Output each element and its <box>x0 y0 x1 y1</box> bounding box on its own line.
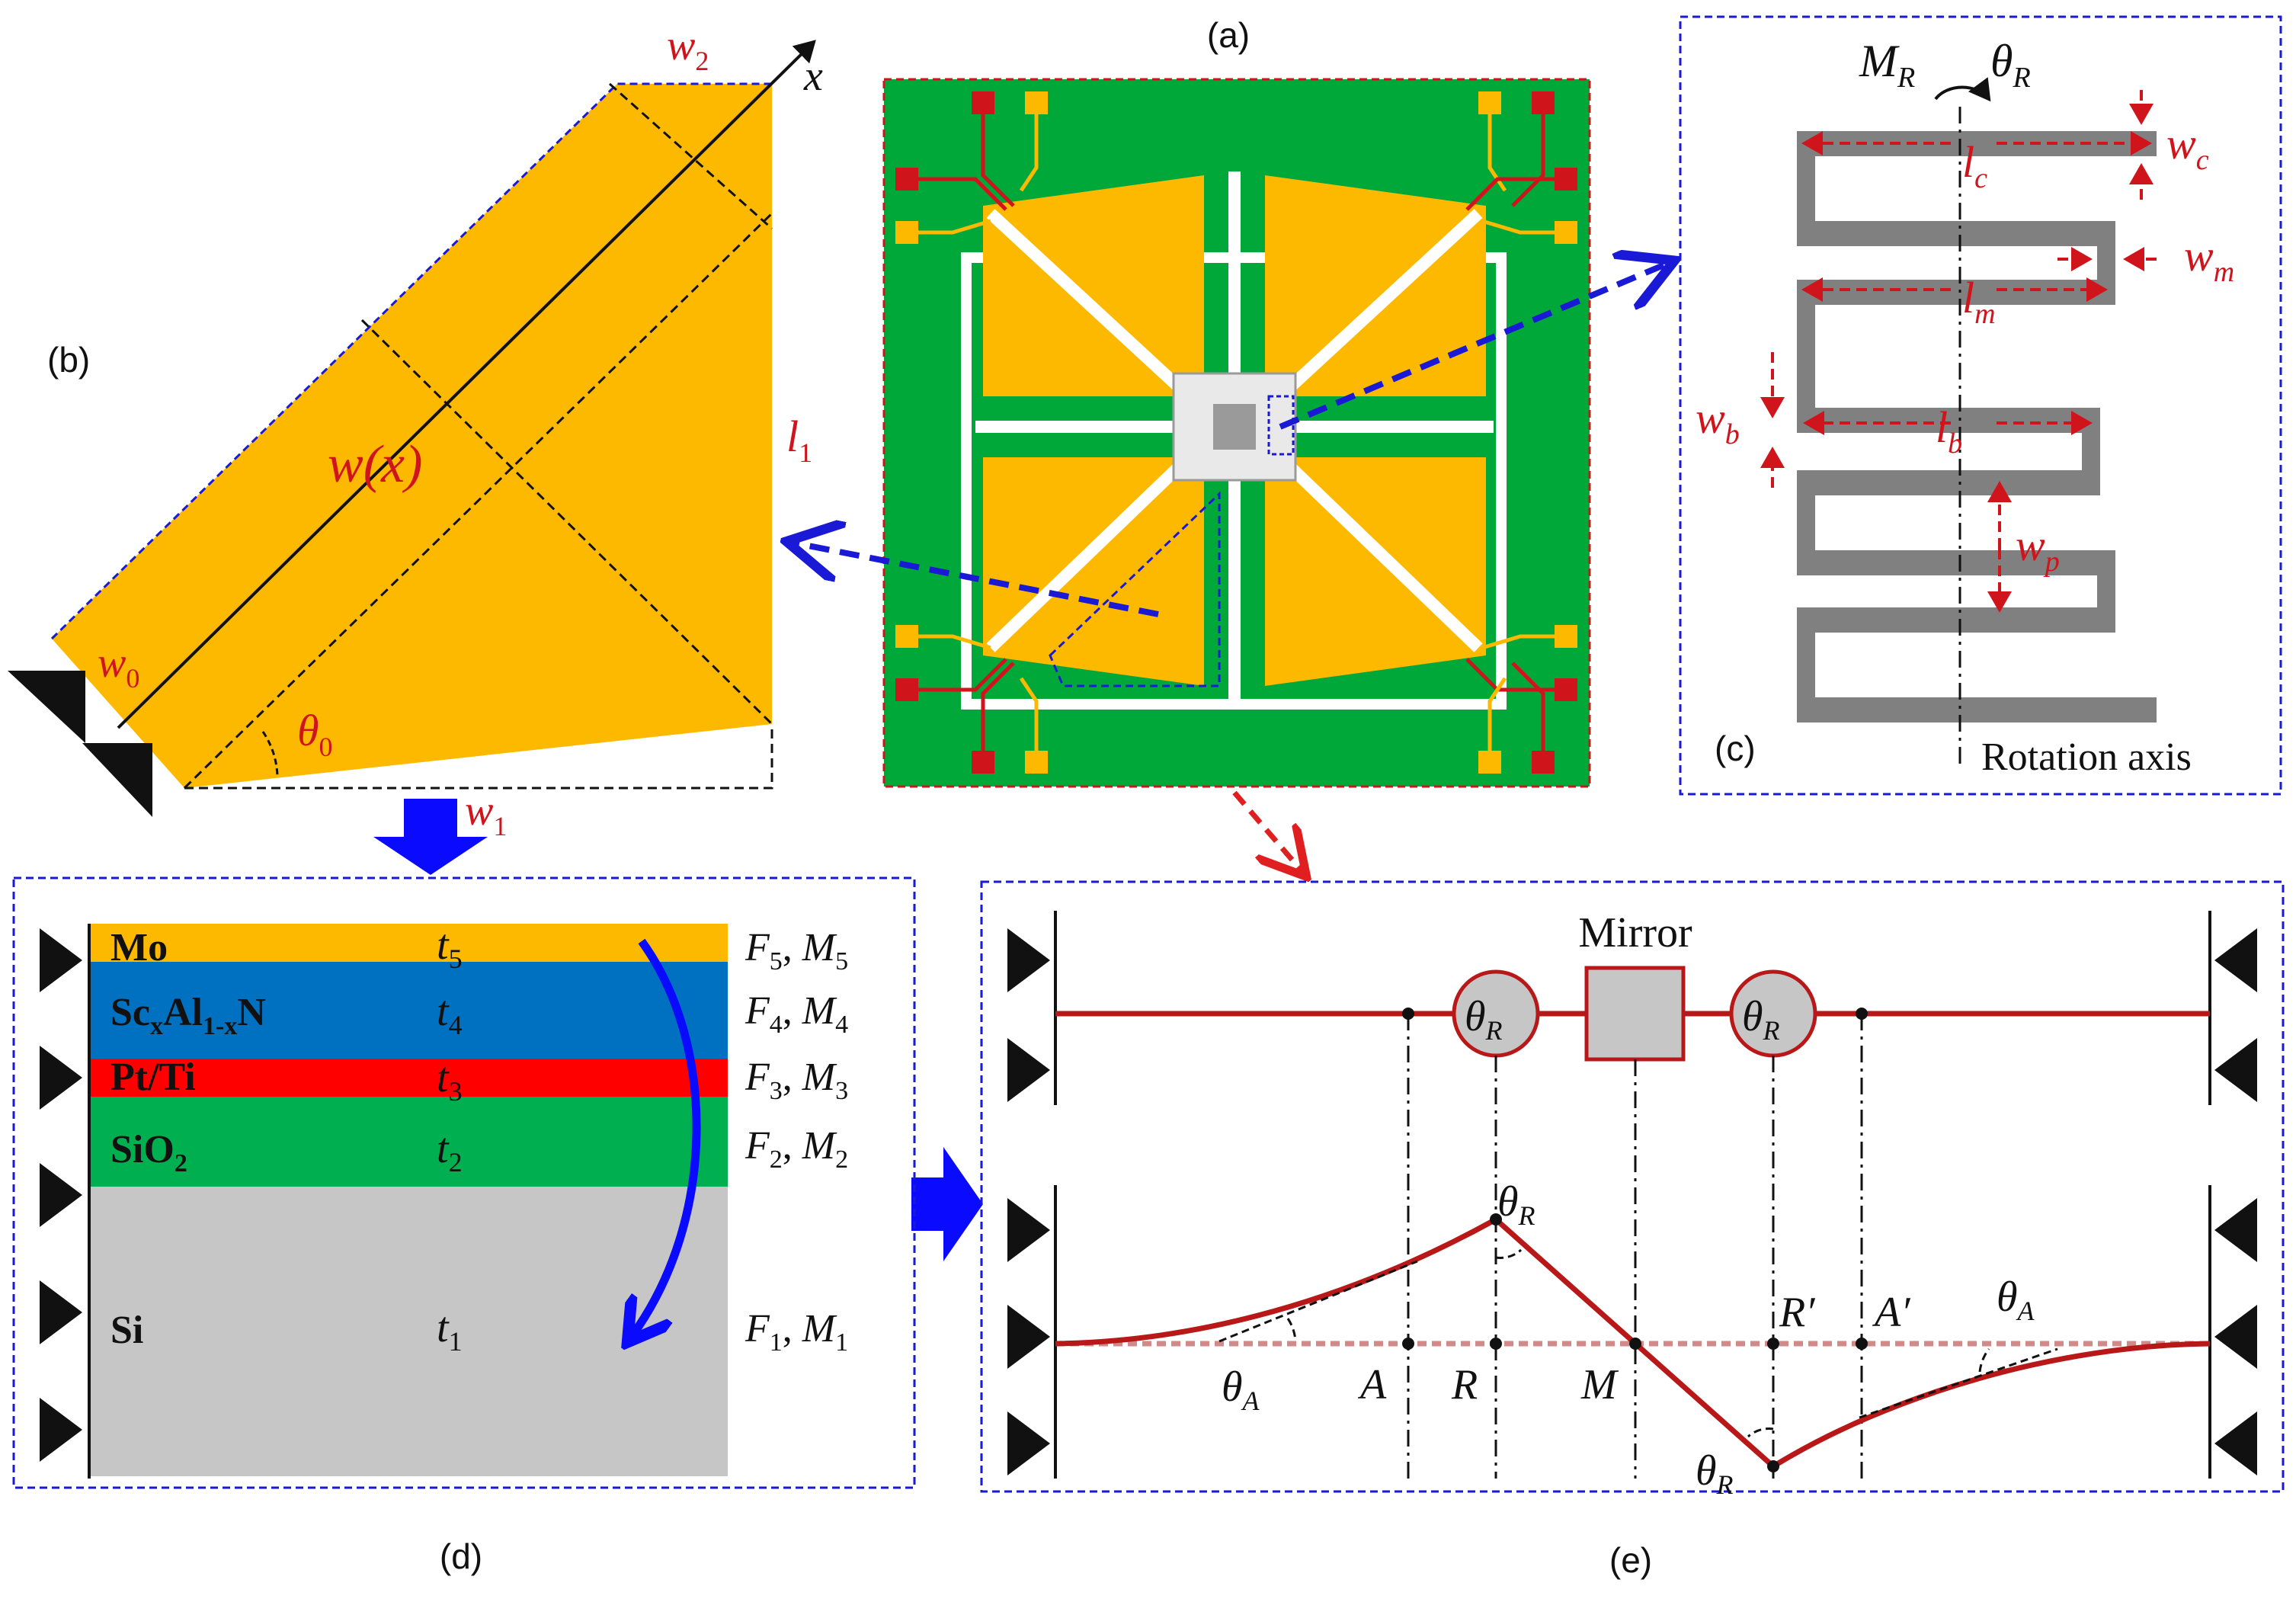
point-M-label: M <box>1580 1361 1619 1408</box>
arrow-a-to-e <box>1232 790 1303 873</box>
reference-lines <box>1407 1014 1863 1479</box>
thetaR-peak-label: θR <box>1497 1178 1535 1231</box>
l1-label: l1 <box>786 412 812 468</box>
F2M2-label: F2, M2 <box>745 1124 848 1174</box>
tangent-lines <box>1218 1248 2058 1438</box>
traces <box>918 114 1555 751</box>
panel-d-label: (d) <box>440 1536 482 1576</box>
chip-gaps <box>975 171 1494 701</box>
layer-name-ptti: Pt/Ti <box>110 1056 196 1099</box>
mirror-box <box>1584 966 1686 1062</box>
arrow-b-to-d <box>373 799 488 875</box>
wx-label: w(x) <box>328 435 422 494</box>
arrow-a-to-c <box>1279 263 1669 430</box>
panel-b-label: (b) <box>47 340 90 380</box>
thetaR-label: θR <box>1990 36 2031 94</box>
t3-label: t3 <box>437 1054 463 1107</box>
t5-label: t5 <box>437 921 463 974</box>
w2-label: w2 <box>667 22 709 76</box>
thetaA-right-label: θA <box>1997 1274 2035 1326</box>
thetaA-left-label: θA <box>1222 1363 1260 1416</box>
wall-supports <box>1007 928 2257 1475</box>
panel-b: (b) x w2 l1 w(x) w0 θ0 w1 <box>8 22 823 841</box>
clamp-supports <box>40 928 82 1462</box>
wb-label: wb <box>1696 393 1740 450</box>
panel-c-frame <box>1679 15 2282 796</box>
point-Rprime-label: R′ <box>1779 1289 1815 1336</box>
theta0-label: θ0 <box>297 706 333 762</box>
F3M3-label: F3, M3 <box>745 1056 848 1105</box>
layer-name-scaln: ScxAl1-xN <box>110 991 266 1040</box>
support-triangle-1 <box>8 671 85 743</box>
layer-scaln <box>89 962 728 1059</box>
x-axis <box>117 40 816 729</box>
layer-sio2 <box>89 1097 728 1187</box>
F4M4-label: F4, M4 <box>745 989 848 1039</box>
thetaR-right-label: θR <box>1742 993 1780 1046</box>
moment-arrow <box>1934 77 1991 102</box>
actuator-top-right <box>1265 175 1486 396</box>
actuator-bottom-right <box>1265 457 1486 686</box>
MR-label: MR <box>1859 36 1915 94</box>
wm-label: wm <box>2184 231 2234 288</box>
layer-ptti <box>89 1059 728 1097</box>
thetaR-left-label: θR <box>1465 993 1503 1046</box>
bending-arrow <box>632 938 701 1335</box>
lower-nodes <box>1402 1213 1868 1472</box>
dimension-arrows <box>1760 90 2157 613</box>
w0-label: w0 <box>98 639 139 694</box>
lc-label: lc <box>1962 137 1987 194</box>
w1-label: w1 <box>465 787 507 841</box>
t2-label: t2 <box>437 1125 463 1177</box>
panel-e: Mirror θR θR θR <box>980 880 2285 1580</box>
actuator-dashed-outline <box>50 82 772 640</box>
F5M5-label: F5, M5 <box>745 926 848 976</box>
mirror-label: Mirror <box>1578 909 1692 956</box>
point-Aprime-label: A′ <box>1872 1289 1910 1336</box>
panel-a: (a) <box>882 15 1591 788</box>
wc-label: wc <box>2166 119 2209 176</box>
support-triangle-2 <box>82 743 152 817</box>
actuator-bottom-left <box>983 457 1204 686</box>
layer-name-mo: Mo <box>110 926 168 969</box>
arrow-a-to-b <box>793 543 1159 617</box>
panel-e-label: (e) <box>1609 1540 1652 1580</box>
wp-label: wp <box>2016 521 2060 578</box>
meander-spring <box>1797 131 2157 723</box>
F1M1-label: F1, M1 <box>745 1307 848 1357</box>
arrow-d-to-e <box>911 1147 983 1261</box>
t4-label: t4 <box>437 988 463 1040</box>
thetaR-trough-label: θR <box>1696 1447 1734 1500</box>
construction-lines <box>183 82 773 790</box>
panel-c-label: (c) <box>1715 729 1756 768</box>
layer-name-si: Si <box>110 1309 143 1352</box>
mirror-plate <box>1213 404 1256 450</box>
panel-c: MR θR lc wc wm lm wb lb wp (c) Rotation … <box>1679 15 2282 796</box>
layer-name-sio2: SiO2 <box>110 1128 187 1177</box>
lm-label: lm <box>1962 273 1996 330</box>
theta0-arc <box>261 731 279 777</box>
t1-label: t1 <box>437 1304 463 1357</box>
spring-highlight-box <box>1267 395 1295 456</box>
panel-d: Mo ScxAl1-xN Pt/Ti SiO2 Si t5 t4 t3 t2 t… <box>12 876 916 1576</box>
point-A-label: A <box>1357 1361 1387 1408</box>
panel-a-label: (a) <box>1207 15 1250 55</box>
rotation-axis-label: Rotation axis <box>1981 735 2192 779</box>
layer-mo <box>89 924 728 962</box>
point-R-label: R <box>1451 1361 1478 1408</box>
lb-label: lb <box>1936 402 1962 460</box>
pads <box>895 91 1577 774</box>
x-axis-label: x <box>803 53 823 100</box>
panel-e-frame <box>980 880 2285 1493</box>
actuator-top-left <box>983 175 1204 396</box>
